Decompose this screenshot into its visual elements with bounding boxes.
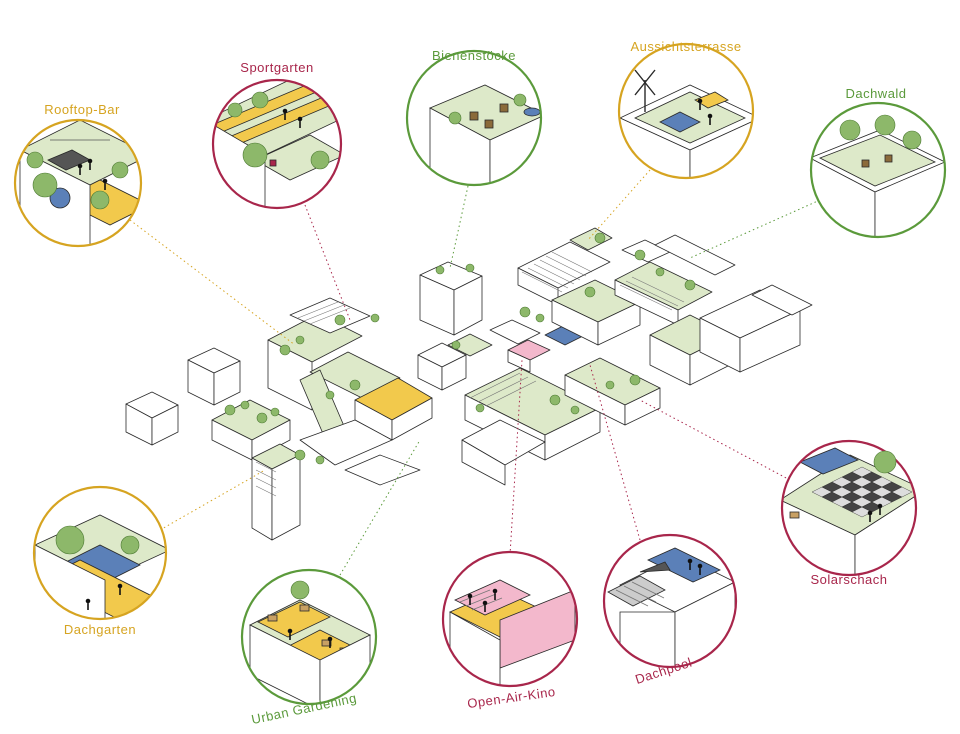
tree-icon xyxy=(349,379,361,391)
tree-icon xyxy=(334,314,346,326)
leader-lines xyxy=(129,169,821,576)
vignette-trees xyxy=(26,91,922,648)
person-icon xyxy=(87,158,93,170)
vignette-sportgarten[interactable]: Sportgarten xyxy=(205,60,360,215)
label-dachgarten: Dachgarten xyxy=(64,622,136,637)
tree-icon xyxy=(465,263,475,273)
tree-icon xyxy=(26,151,44,169)
person-icon xyxy=(877,503,883,515)
tree-icon xyxy=(584,286,596,298)
person-icon xyxy=(282,108,288,120)
label-bienenstoecke: Bienenstöcke xyxy=(432,48,516,63)
tree-icon xyxy=(290,580,310,600)
tree-icon xyxy=(279,344,291,356)
chessboard-tiles xyxy=(811,466,913,518)
tree-icon xyxy=(242,142,268,168)
vignette-dachwald[interactable]: Dachwald xyxy=(809,86,947,250)
label-rooftop-bar: Rooftop-Bar xyxy=(44,102,120,117)
tree-icon xyxy=(655,267,665,277)
tree-icon xyxy=(549,394,561,406)
tree-icon xyxy=(251,91,269,109)
tree-icon xyxy=(605,380,615,390)
vignette-bienenstoecke[interactable]: Bienenstöcke xyxy=(405,48,545,200)
tree-icon xyxy=(513,93,527,107)
tree-icon xyxy=(32,172,58,198)
tree-icon xyxy=(227,102,243,118)
person-icon xyxy=(482,600,488,612)
tree-icon xyxy=(874,114,896,136)
tree-icon xyxy=(310,150,330,170)
city-block-model xyxy=(125,227,813,541)
label-aussichtsterrasse: Aussichtsterrasse xyxy=(630,39,741,54)
vignette-urban-gardening[interactable]: Urban Gardening xyxy=(240,568,378,727)
tree-icon xyxy=(873,450,897,474)
cinema-screen-icon xyxy=(449,579,576,686)
person-icon xyxy=(297,116,303,128)
tree-icon xyxy=(256,412,268,424)
tree-icon xyxy=(448,111,462,125)
tree-icon xyxy=(435,265,445,275)
vignette-dachpool[interactable]: Dachpool xyxy=(602,533,738,687)
tree-icon xyxy=(270,407,280,417)
person-icon xyxy=(867,510,873,522)
person-icon xyxy=(77,163,83,175)
solar-panel-rows xyxy=(255,251,685,497)
tree-icon xyxy=(315,455,325,465)
person-icon xyxy=(697,98,703,110)
person-icon xyxy=(327,636,333,648)
label-dachwald: Dachwald xyxy=(845,86,906,101)
tree-icon xyxy=(55,525,85,555)
tree-icon xyxy=(629,374,641,386)
tree-icon xyxy=(325,390,335,400)
tree-icon xyxy=(224,404,236,416)
tree-icon xyxy=(295,335,305,345)
vignette-solarschach[interactable]: Solarschach xyxy=(780,439,925,590)
person-icon xyxy=(687,558,693,570)
wind-turbine-icon xyxy=(619,69,753,178)
label-sportgarten: Sportgarten xyxy=(240,60,313,75)
tree-icon xyxy=(634,249,646,261)
tree-icon xyxy=(570,405,580,415)
block-trees xyxy=(224,232,696,465)
tree-icon xyxy=(120,535,140,555)
label-open-air-kino: Open-Air-Kino xyxy=(466,684,556,711)
chess-tile xyxy=(891,486,913,498)
tree-icon xyxy=(111,161,129,179)
chessboard-icon xyxy=(782,447,916,575)
tree-icon xyxy=(294,449,306,461)
tree-icon xyxy=(240,400,250,410)
label-solarschach: Solarschach xyxy=(810,572,887,587)
person-icon xyxy=(697,563,703,575)
tree-icon xyxy=(594,232,606,244)
tree-icon xyxy=(902,130,922,150)
tree-icon xyxy=(451,340,461,350)
vignette-dachgarten[interactable]: Dachgarten xyxy=(32,485,180,640)
tree-icon xyxy=(370,313,380,323)
person-icon xyxy=(85,598,91,610)
tree-icon xyxy=(519,306,531,318)
tree-icon xyxy=(839,119,861,141)
tree-icon xyxy=(684,279,696,291)
vignette-open-air-kino[interactable]: Open-Air-Kino xyxy=(441,550,579,711)
tree-icon xyxy=(535,313,545,323)
tree-icon xyxy=(90,190,110,210)
person-icon xyxy=(102,178,108,190)
person-icon xyxy=(287,628,293,640)
person-icon xyxy=(117,583,123,595)
vignette-aussichtsterrasse[interactable]: Aussichtsterrasse xyxy=(617,39,760,200)
tree-icon xyxy=(475,403,485,413)
person-icon xyxy=(467,593,473,605)
person-icon xyxy=(707,113,713,125)
person-icon xyxy=(492,588,498,600)
